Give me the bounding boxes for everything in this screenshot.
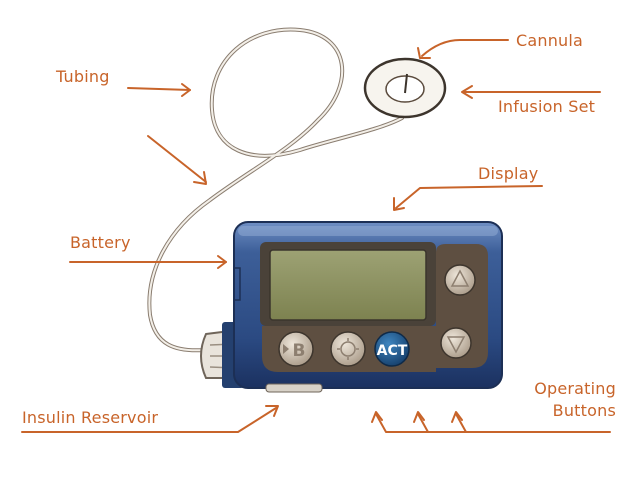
operating-buttons-label: Operating Buttons xyxy=(516,378,616,422)
tubing-label: Tubing xyxy=(56,67,110,86)
insulin-reservoir-label: Insulin Reservoir xyxy=(22,408,159,427)
act-button-label: ACT xyxy=(377,343,408,359)
infusion-set-label: Infusion Set xyxy=(498,97,596,116)
cannula-needle xyxy=(404,73,408,94)
b-button-label: B xyxy=(293,341,306,361)
insulin-reservoir-arrow xyxy=(21,405,279,433)
infusion-set xyxy=(363,57,447,119)
light-button[interactable] xyxy=(330,331,366,367)
operating-buttons-label-line1: Operating xyxy=(534,379,616,398)
display-screen xyxy=(269,249,427,321)
tubing-arrow-1 xyxy=(127,83,191,97)
up-button[interactable] xyxy=(444,264,476,296)
display-label: Display xyxy=(478,164,539,183)
operating-buttons-arrows xyxy=(371,411,611,433)
battery-label: Battery xyxy=(70,233,131,252)
cannula-label: Cannula xyxy=(516,31,584,50)
display-arrow xyxy=(393,185,543,211)
battery-arrow xyxy=(69,255,227,269)
infusion-set-arrow xyxy=(461,85,601,99)
tubing-arrow-2 xyxy=(147,135,207,185)
b-button[interactable]: B xyxy=(278,331,314,367)
play-icon xyxy=(283,344,289,354)
act-button[interactable]: ACT xyxy=(374,331,410,367)
insulin-pump: B ACT xyxy=(200,221,503,393)
cannula-arrow xyxy=(417,39,509,59)
operating-buttons-label-line2: Buttons xyxy=(552,401,616,420)
tubing xyxy=(147,27,404,353)
backlight-icon xyxy=(340,341,356,357)
battery-compartment xyxy=(234,267,241,301)
down-button[interactable] xyxy=(440,327,472,359)
